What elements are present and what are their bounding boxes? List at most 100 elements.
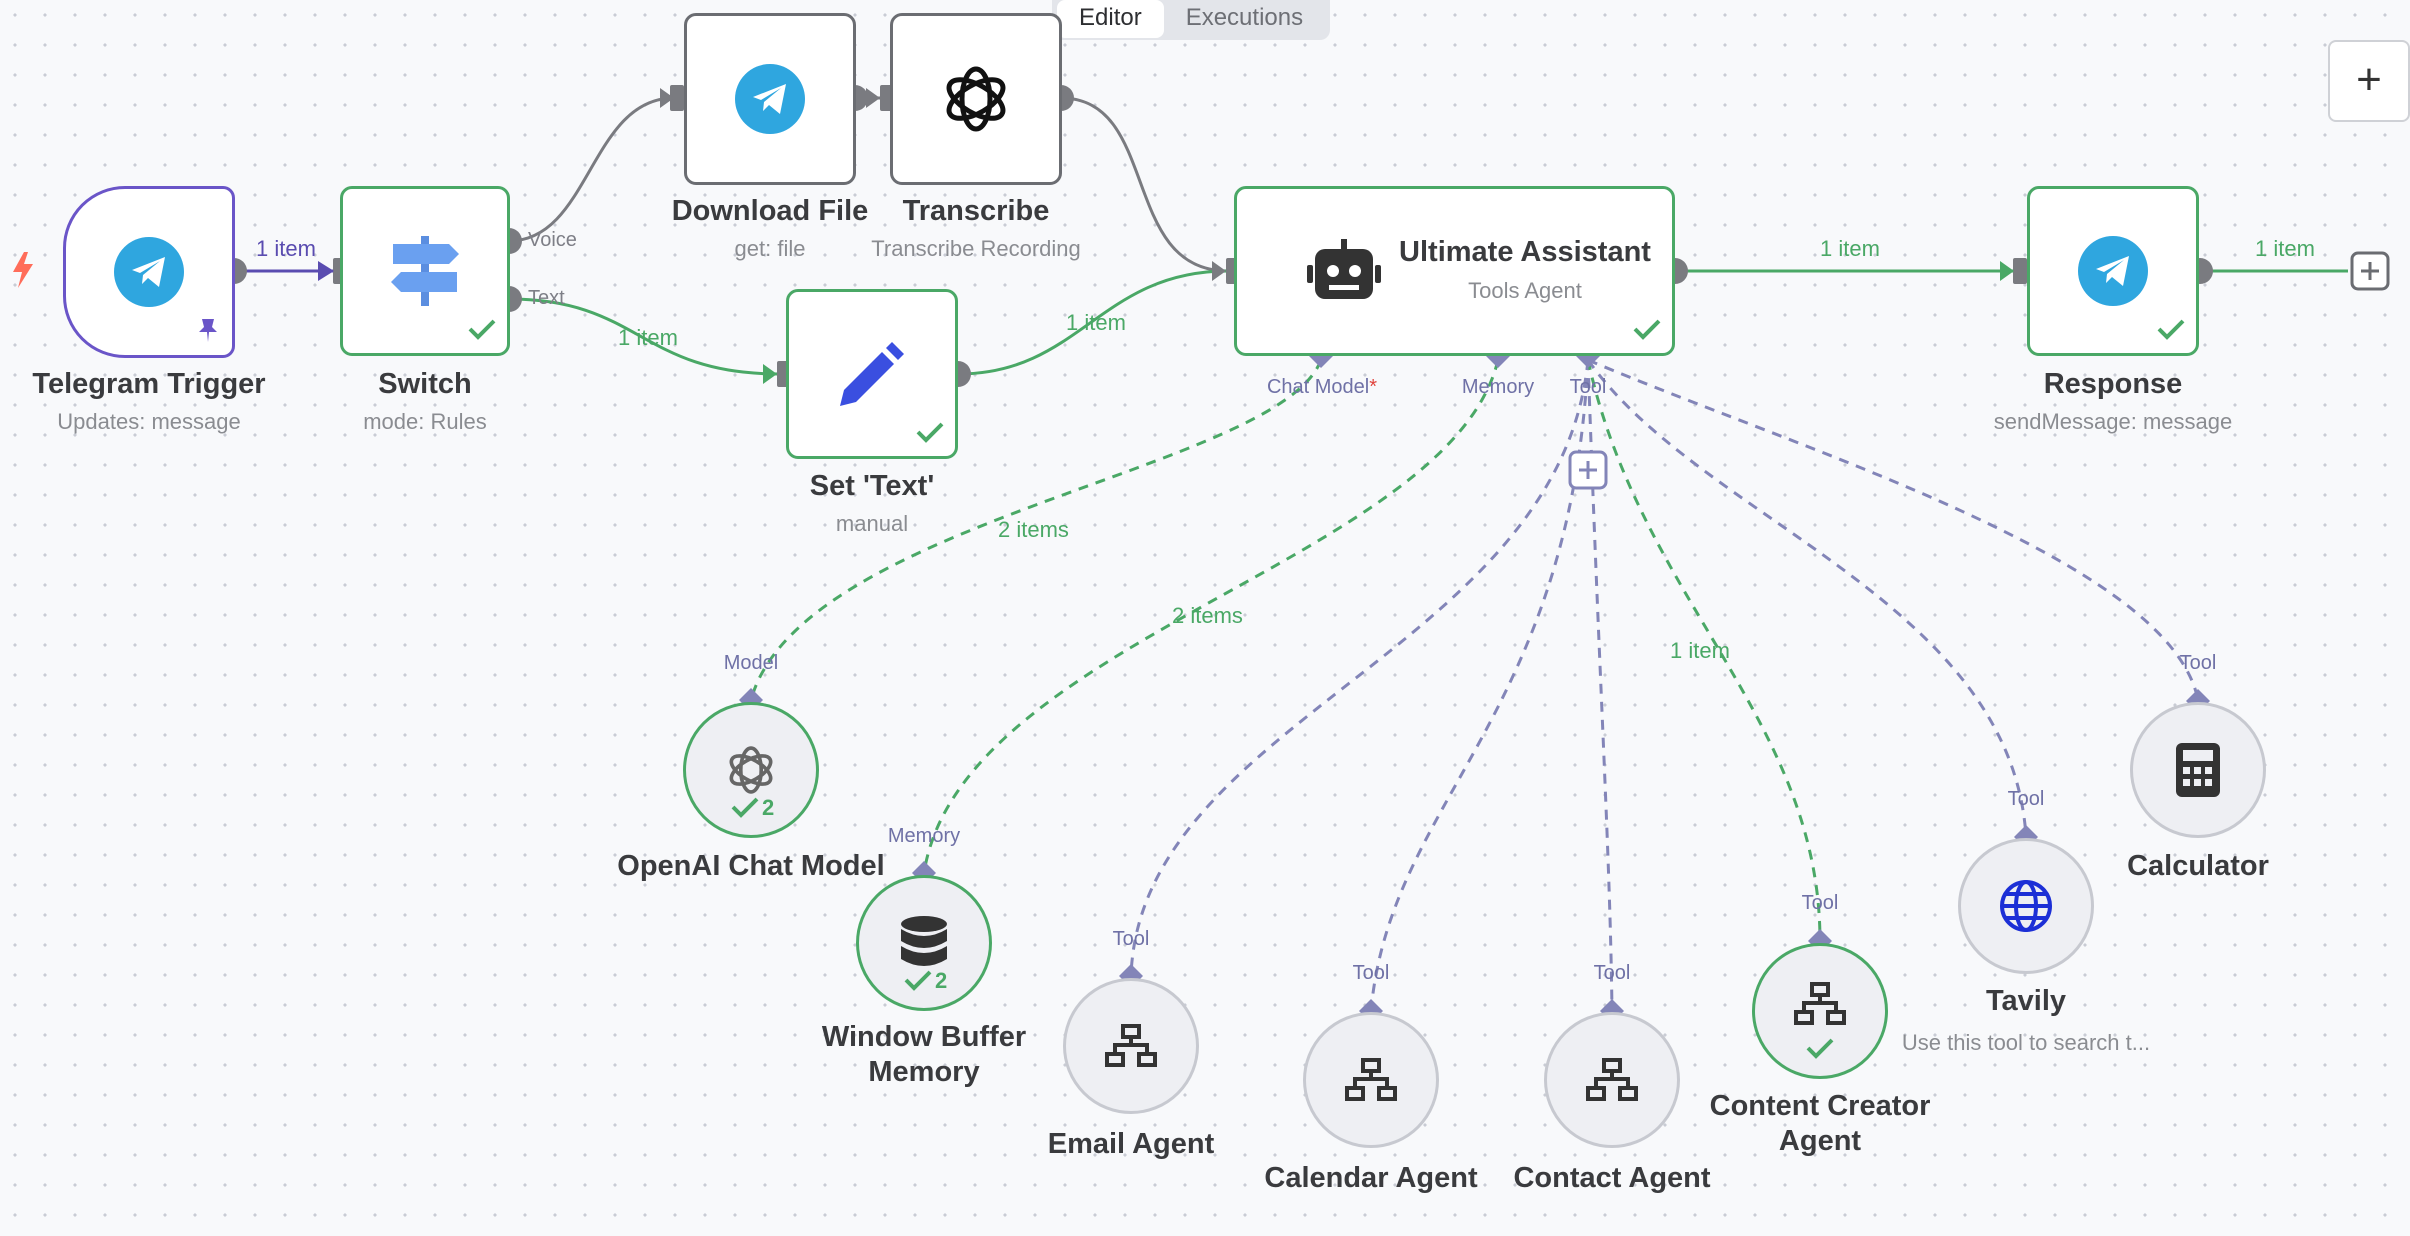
telegram-icon [114,237,184,307]
required-mark: * [1369,376,1378,398]
edge-tool-contact [1586,359,1614,1012]
node-title: Calculator [2127,850,2269,882]
edge-tool-email [1129,359,1590,977]
edge-label: 1 item [1670,638,1730,663]
openai-icon [729,746,773,794]
node-title: Contact Agent [1513,1162,1711,1194]
node-title: Window Buffer Memory [821,1021,1027,1088]
node-title: Download File [671,195,869,227]
node-subtitle: Use this tool to search t... [1901,1030,2151,1055]
port-tool: Tool [1593,962,1631,984]
success-check-icon [1806,1038,1834,1059]
response-node[interactable] [2027,186,2199,356]
node-title: Transcribe [902,195,1050,227]
ultimate-assistant-node[interactable] [1234,186,1675,356]
success-check-icon [1633,319,1661,340]
success-check-icon [731,797,759,818]
add-node-button[interactable]: + [2328,40,2410,122]
calculator-node[interactable] [2130,702,2266,838]
email-agent-node[interactable] [1063,978,1199,1114]
globe-icon [2000,880,2052,932]
node-subtitle: Tools Agent [1468,278,1582,303]
tab-editor[interactable]: Editor [1057,0,1164,38]
edge-label: 1 item [618,325,678,350]
node-title: Telegram Trigger [32,368,266,400]
node-title: Set 'Text' [809,470,935,502]
add-next-node-icon [2350,251,2390,291]
node-subtitle: Transcribe Recording [871,236,1081,261]
edge-label: 1 item [1820,236,1880,261]
edge-switch-set [508,297,780,376]
node-subtitle: mode: Rules [363,409,487,434]
run-count: 2 [935,968,948,993]
edge-tool-tavily [1586,359,2028,837]
success-check-icon [2157,319,2185,340]
success-check-icon [904,970,932,991]
pencil-icon [840,342,904,406]
port-tool: Tool [1801,892,1839,914]
edge-label: 2 items [998,517,1069,542]
switch-output-text: Text [528,287,565,309]
window-buffer-memory-node[interactable]: 2 [856,875,992,1011]
edge-tool-calculator [1587,358,2200,701]
edge-label: 1 item [2255,236,2315,261]
node-title: Content Creator Agent [1709,1090,1931,1157]
port-tool: Tool [1569,376,1607,398]
pin-icon [199,319,217,342]
database-icon [901,916,947,966]
content-creator-agent-node[interactable] [1752,943,1888,1079]
edge-tool-content [1586,359,1822,942]
success-check-icon [468,319,496,340]
switch-node[interactable] [340,186,510,356]
signpost-icon [391,236,459,306]
node-title: Tavily [1985,985,2067,1017]
node-title: Calendar Agent [1264,1162,1478,1194]
edge-switch-download [508,96,675,243]
run-count: 2 [762,795,775,820]
port-chat-model: Chat Model* [1260,376,1384,399]
edge-transcribe-assistant [1060,96,1229,273]
sitemap-icon [1105,1024,1157,1067]
edge-label: 2 items [1172,603,1243,628]
telegram-trigger-node[interactable] [63,186,235,358]
port-tool: Tool [2179,652,2217,674]
port-memory: Memory [1461,376,1535,398]
telegram-icon [735,64,805,134]
edge-label: 1 item [1066,310,1126,335]
node-title: Email Agent [1047,1128,1215,1160]
node-subtitle: manual [835,511,909,536]
download-file-node[interactable] [684,13,856,185]
set-text-node[interactable] [786,289,958,459]
tab-executions[interactable]: Executions [1185,4,1304,31]
sitemap-icon [1586,1058,1638,1101]
edge-tool-calendar [1369,359,1590,1012]
edge-set-assistant [957,269,1229,376]
node-title: OpenAI Chat Model [617,850,885,882]
sitemap-icon [1345,1058,1397,1101]
port-tool: Tool [1112,928,1150,950]
port-model: Model [723,652,779,674]
port-chat-model-label: Chat Model [1266,376,1370,398]
port-tool: Tool [2007,788,2045,810]
edge-label: 1 item [256,236,316,261]
edge-memory [922,359,1500,874]
view-tabs: Editor Executions [1052,0,1331,40]
node-subtitle: Updates: message [57,409,241,434]
tavily-node[interactable] [1958,838,2094,974]
contact-agent-node[interactable] [1544,1012,1680,1148]
telegram-icon [2078,236,2148,306]
node-title: Ultimate Assistant [1399,236,1651,268]
success-check-icon [916,422,944,443]
node-title: Switch [378,368,472,400]
openai-chat-model-node[interactable]: 2 [683,702,819,838]
robot-icon [1307,239,1381,299]
port-tool: Tool [1352,962,1390,984]
node-title: Response [2043,368,2183,400]
switch-output-voice: Voice [528,229,577,251]
node-subtitle: get: file [734,236,806,261]
calculator-icon [2176,743,2220,797]
transcribe-node[interactable] [890,13,1062,185]
openai-icon [946,66,1006,132]
calendar-agent-node[interactable] [1303,1012,1439,1148]
edge-model [749,359,1323,701]
